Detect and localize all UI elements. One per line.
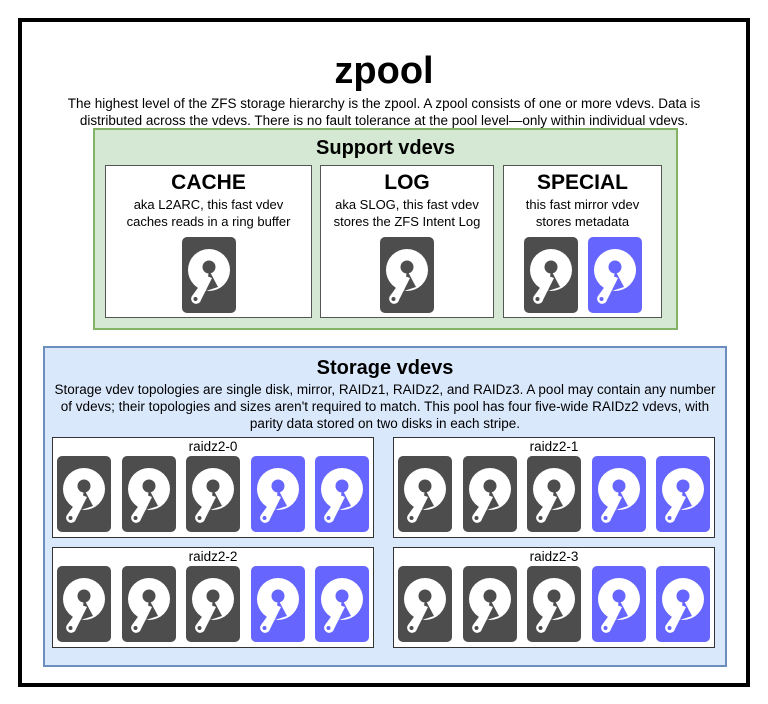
vdev-label: raidz2-0 — [188, 439, 238, 454]
cache-desc-line1: aka L2ARC, this fast vdev — [133, 197, 284, 212]
zpool-description: The highest level of the ZFS storage hie… — [67, 96, 701, 128]
cache-description: aka L2ARC, this fast vdev caches reads i… — [106, 196, 311, 230]
vdev-raidz2-1: raidz2-1 — [393, 437, 715, 538]
vdev-raidz2-2: raidz2-2 — [52, 547, 374, 648]
cache-vdev-card: CACHE aka L2ARC, this fast vdev caches r… — [105, 165, 312, 318]
data-disk-icon — [57, 456, 111, 532]
data-disk-icon — [121, 456, 176, 532]
special-vdev-card: SPECIAL this fast mirror vdev stores met… — [503, 165, 662, 318]
data-disk-icon — [523, 237, 578, 313]
cache-title: CACHE — [171, 171, 246, 194]
special-desc-line2: stores metadata — [535, 214, 630, 229]
vdev-disks — [57, 566, 369, 642]
parity-disk-icon — [591, 566, 646, 642]
parity-disk-icon — [587, 237, 642, 313]
storage-vdevs-group: Storage vdevs Storage vdev topologies ar… — [43, 346, 727, 667]
parity-disk-icon — [315, 456, 369, 532]
vdev-label: raidz2-3 — [529, 549, 579, 564]
vdev-disks — [57, 456, 369, 532]
parity-disk-icon — [250, 566, 305, 642]
parity-disk-icon — [250, 456, 305, 532]
vdev-raidz2-0: raidz2-0 — [52, 437, 374, 538]
vdev-raidz2-3: raidz2-3 — [393, 547, 715, 648]
parity-disk-icon — [591, 456, 646, 532]
log-vdev-card: LOG aka SLOG, this fast vdev stores the … — [320, 165, 494, 318]
vdev-label: raidz2-1 — [529, 439, 579, 454]
log-desc-line1: aka SLOG, this fast vdev — [335, 197, 479, 212]
storage-vdevs-description: Storage vdev topologies are single disk,… — [54, 382, 716, 431]
data-disk-icon — [398, 456, 452, 532]
cache-disks — [106, 237, 311, 313]
log-disks — [321, 237, 493, 313]
zpool-frame: zpool The highest level of the ZFS stora… — [18, 18, 750, 687]
vdev-disks — [398, 566, 710, 642]
storage-vdevs-title: Storage vdevs — [316, 357, 454, 379]
vdev-label: raidz2-2 — [188, 549, 238, 564]
data-disk-icon — [186, 456, 240, 532]
log-description: aka SLOG, this fast vdev stores the ZFS … — [321, 196, 493, 230]
special-description: this fast mirror vdev stores metadata — [504, 196, 661, 230]
data-disk-icon — [398, 566, 452, 642]
data-disk-icon — [462, 456, 517, 532]
data-disk-icon — [57, 566, 111, 642]
data-disk-icon — [527, 456, 581, 532]
parity-disk-icon — [656, 456, 710, 532]
parity-disk-icon — [656, 566, 710, 642]
data-disk-icon — [186, 566, 240, 642]
data-disk-icon — [121, 566, 176, 642]
data-disk-icon — [380, 237, 434, 313]
log-desc-line2: stores the ZFS Intent Log — [333, 214, 481, 229]
data-disk-icon — [181, 237, 236, 313]
support-vdevs-group: Support vdevs CACHE aka L2ARC, this fast… — [93, 128, 678, 330]
support-vdevs-title: Support vdevs — [316, 137, 455, 159]
special-title: SPECIAL — [536, 171, 628, 194]
parity-disk-icon — [315, 566, 369, 642]
special-desc-line1: this fast mirror vdev — [525, 197, 640, 212]
vdev-disks — [398, 456, 710, 532]
log-title: LOG — [384, 171, 430, 194]
data-disk-icon — [462, 566, 517, 642]
data-disk-icon — [527, 566, 581, 642]
cache-desc-line2: caches reads in a ring buffer — [126, 214, 291, 229]
page-title: zpool — [334, 50, 434, 92]
special-disks — [504, 237, 661, 313]
